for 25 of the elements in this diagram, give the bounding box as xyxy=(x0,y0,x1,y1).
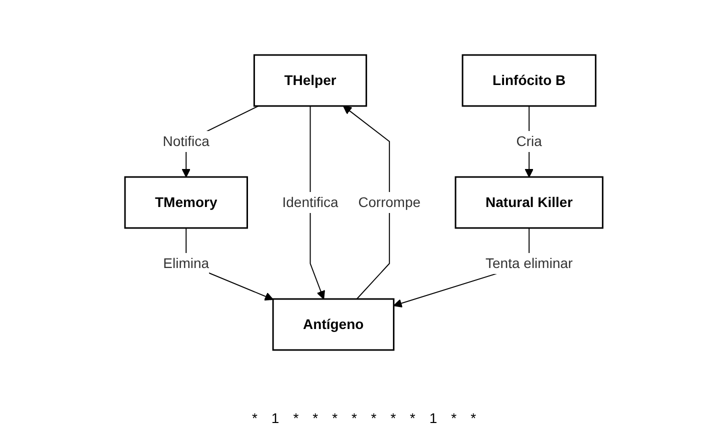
edge-label: Tenta eliminar xyxy=(486,254,573,270)
multiplicity-label: * xyxy=(371,410,376,426)
arrow xyxy=(310,105,326,299)
node-box: Natural Killer xyxy=(454,176,604,228)
node-box: Linfócito B xyxy=(462,54,597,106)
node-box: TMemory xyxy=(124,176,248,228)
multiplicity-label: * xyxy=(293,410,299,426)
multiplicity-label: * xyxy=(252,410,258,426)
multiplicity-label: * xyxy=(451,410,457,426)
node-box: Antígeno xyxy=(272,298,395,350)
multiplicity-label: * xyxy=(352,410,357,426)
edge-label: Cria xyxy=(516,132,542,148)
arrow xyxy=(343,105,390,299)
edge-label: Notifica xyxy=(162,132,210,148)
multiplicity-label: 1 xyxy=(271,410,280,426)
multiplicity-label: * xyxy=(410,410,416,426)
multiplicity-label: * xyxy=(390,410,396,426)
multiplicity-label: * xyxy=(312,410,318,426)
multiplicity-label: * xyxy=(332,410,338,426)
multiplicity-label: * xyxy=(470,410,476,426)
edge-label: Identifica xyxy=(282,194,338,210)
multiplicity-label: 1 xyxy=(429,410,438,426)
edge-label: Elimina xyxy=(163,254,210,270)
edge-label: Corrompe xyxy=(358,194,421,210)
node-box: THelper xyxy=(254,54,368,106)
